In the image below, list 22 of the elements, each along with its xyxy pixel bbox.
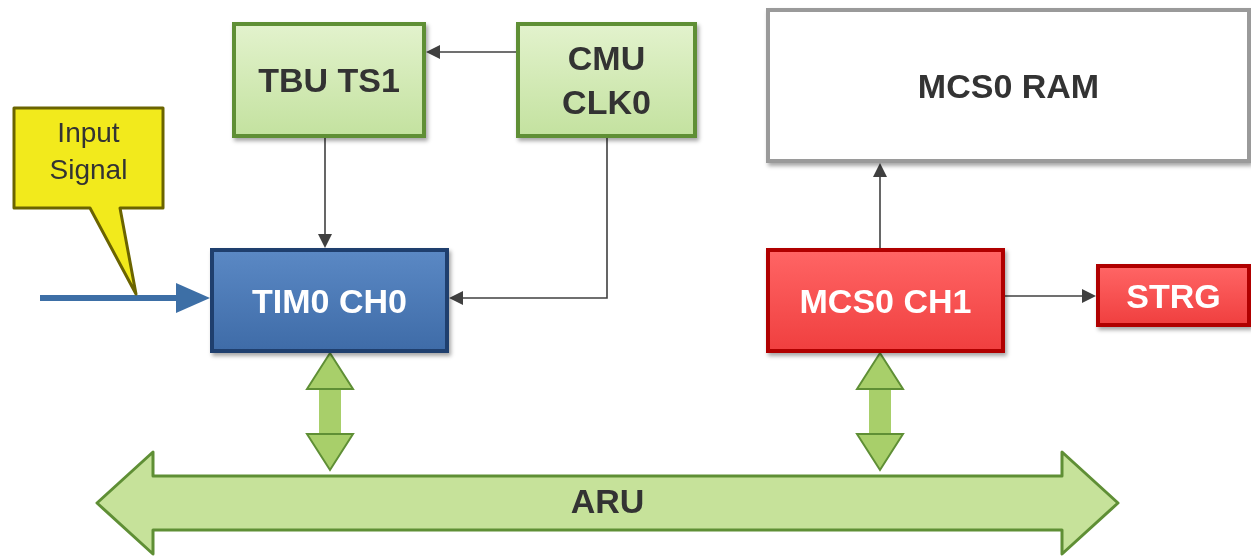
callout-label: Input Signal [48,116,129,187]
block-box [766,248,1005,353]
arrow [40,283,210,313]
block-label: MCS0 RAM [916,65,1101,107]
block-label: TBU TS1 [257,60,401,101]
arrow [318,137,332,248]
block-label: STRG [1125,275,1222,317]
block-label: MCS0 CH1 [798,280,973,322]
arrow [873,163,887,249]
block-label: CMU CLK0 [561,38,652,123]
block-box [1096,264,1251,327]
double-arrow [306,352,354,471]
block-label: TIM0 CH0 [251,280,408,322]
arrow [449,137,608,305]
bus-label: ARU [569,482,646,521]
block-box [232,22,426,138]
arrow [426,45,517,59]
block-box [210,248,449,353]
block-box [516,22,697,138]
block-box [766,8,1251,163]
double-arrow [856,352,904,471]
arrow [1004,289,1096,303]
